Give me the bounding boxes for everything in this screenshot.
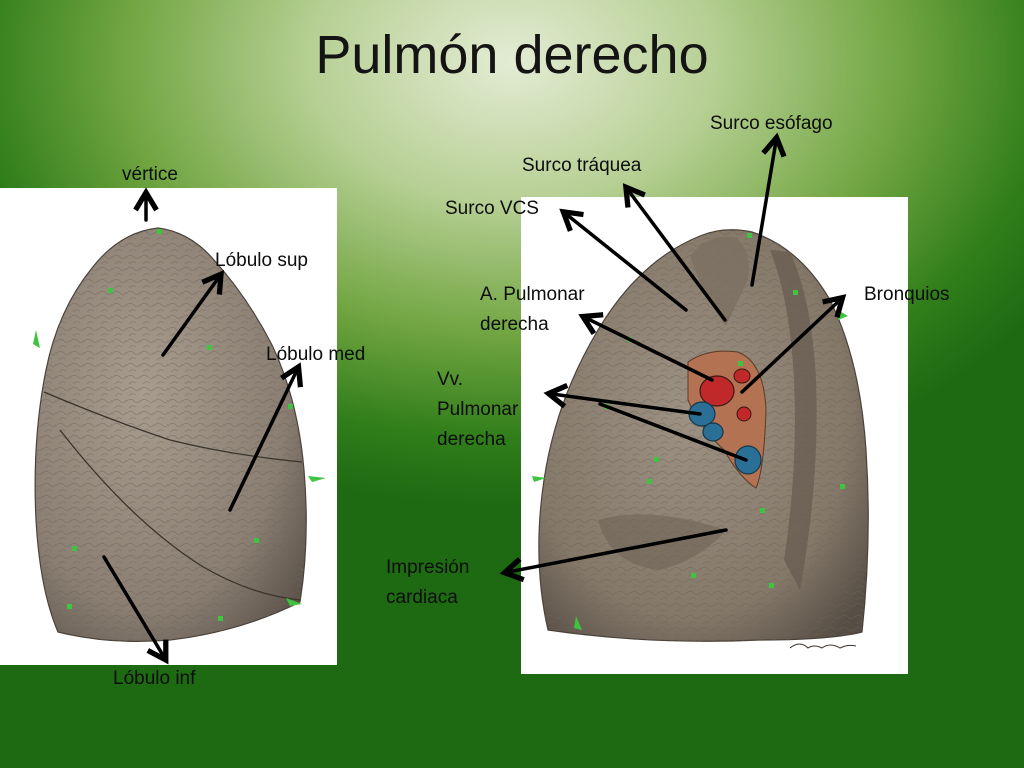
arrow-lobulo-med xyxy=(228,362,304,512)
label-surco-vcs: Surco VCS xyxy=(445,198,539,219)
arrow-lobulo-inf xyxy=(102,555,169,665)
label-surco-traquea: Surco tráquea xyxy=(522,155,642,176)
arrow-arteria-pulmonar xyxy=(578,312,714,382)
slide-title: Pulmón derecho xyxy=(315,25,709,85)
arrow-impresion-cardiaca xyxy=(499,528,728,583)
label-arteria-pulmonar: A. Pulmonar derecha xyxy=(480,284,585,335)
label-lobulo-inf: Lóbulo inf xyxy=(113,668,196,689)
arrow-bronquios xyxy=(740,294,847,394)
arrow-surco-vcs xyxy=(559,208,688,312)
label-venas-pulmonares: Vv. Pulmonar derecha xyxy=(437,369,519,450)
arrow-surco-esofago xyxy=(750,132,787,287)
label-impresion-cardiaca: Impresión cardiaca xyxy=(386,557,470,608)
medial-lung-drawing xyxy=(532,229,869,649)
label-lobulo-sup: Lóbulo sup xyxy=(215,250,308,271)
arrow-venas-pulmonares-1 xyxy=(543,383,702,416)
arrow-venas-pulmonares-2 xyxy=(598,402,748,462)
label-lobulo-med: Lóbulo med xyxy=(266,344,366,365)
label-vertice: vértice xyxy=(122,164,178,185)
label-bronquios: Bronquios xyxy=(864,284,950,305)
arrow-surco-traquea xyxy=(622,183,727,322)
arrow-lobulo-sup xyxy=(161,270,225,357)
lateral-lung-drawing xyxy=(33,227,326,642)
label-surco-esofago: Surco esófago xyxy=(710,113,833,134)
